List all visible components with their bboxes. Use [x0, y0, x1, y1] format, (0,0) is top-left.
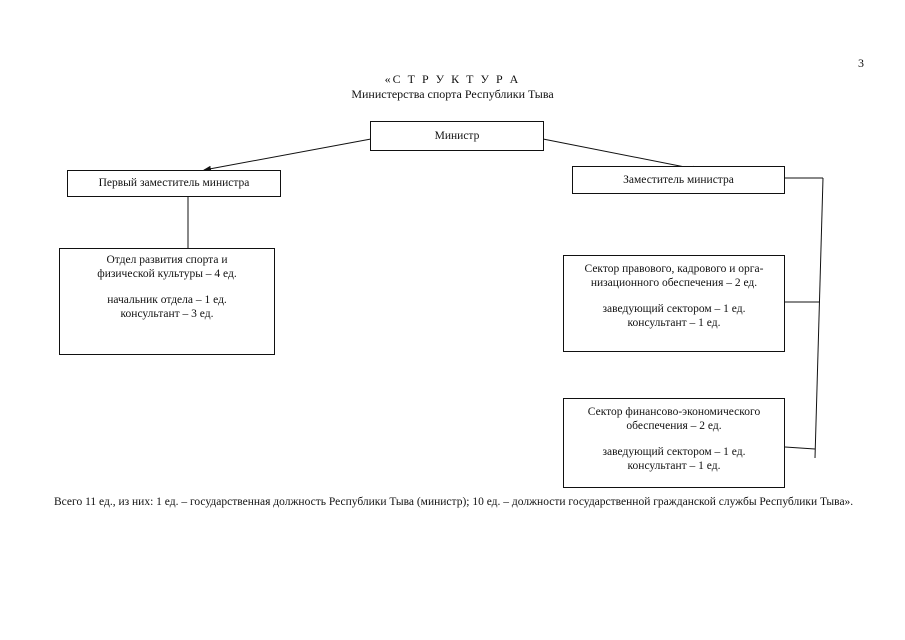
- legal-sector-box: Сектор правового, кадрового и орга- низа…: [563, 255, 785, 352]
- finance-sector-staff-head: заведующий сектором – 1 ед.: [602, 446, 746, 458]
- page-number: 3: [858, 56, 864, 70]
- line-vertical-bracket: [814, 177, 824, 459]
- first-deputy-box: Первый заместитель министра: [67, 170, 281, 197]
- minister-label: Министр: [434, 130, 480, 142]
- line-to-finance-sector: [784, 446, 816, 450]
- arrow-minister-to-deputy: [542, 138, 701, 172]
- legal-sector-staff-consultant: консультант – 1 ед.: [627, 316, 721, 329]
- finance-sector-staff-consultant: консультант – 1 ед.: [627, 459, 721, 472]
- deputy-label: Заместитель министра: [623, 174, 734, 186]
- legal-sector-staff-head: заведующий сектором – 1 ед.: [602, 303, 746, 315]
- sport-department-staff-head: начальник отдела – 1 ед.: [107, 294, 227, 306]
- finance-sector-name-line1: Сектор финансово-экономического: [587, 406, 761, 418]
- first-deputy-label: Первый заместитель министра: [98, 177, 250, 189]
- sport-department-name-line2: физической культуры – 4 ед.: [97, 267, 237, 280]
- legal-sector-name-line2: низационного обеспечения – 2 ед.: [590, 276, 758, 289]
- arrow-minister-to-first-deputy: [203, 138, 372, 172]
- diagram-title: «С Т Р У К Т У Р А: [384, 72, 521, 86]
- minister-box: Министр: [370, 121, 544, 151]
- diagram-subtitle: Министерства спорта Республики Тыва: [351, 87, 554, 101]
- deputy-box: Заместитель министра: [572, 166, 785, 194]
- sport-department-name-line1: Отдел развития спорта и: [106, 254, 228, 266]
- sport-department-box: Отдел развития спорта и физической культ…: [59, 248, 275, 355]
- footer-note: Всего 11 ед., из них: 1 ед. – государств…: [54, 496, 854, 508]
- sport-department-staff-consultant: консультант – 3 ед.: [120, 307, 214, 320]
- finance-sector-box: Сектор финансово-экономического обеспече…: [563, 398, 785, 488]
- legal-sector-name-line1: Сектор правового, кадрового и орга-: [584, 263, 764, 275]
- finance-sector-name-line2: обеспечения – 2 ед.: [626, 419, 722, 432]
